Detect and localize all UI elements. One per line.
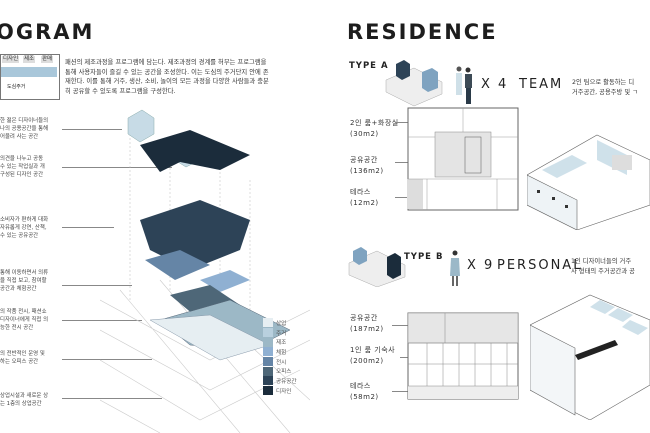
program-title: OGRAM bbox=[0, 20, 95, 44]
type-a-area-shared: 공유공간(136m2) bbox=[350, 156, 384, 175]
block-experience bbox=[200, 270, 250, 292]
type-a-area-terrace: 테라스(12m2) bbox=[350, 188, 379, 207]
type-a-count: X 4 bbox=[481, 77, 509, 92]
type-a-area-room: 2인 룸+화장실(30m2) bbox=[350, 119, 399, 138]
inset-box: 제조 bbox=[23, 56, 36, 63]
people-figure-icon bbox=[456, 66, 472, 104]
type-a-axonometric bbox=[527, 134, 650, 230]
program-legend: 상업 주거 제조 체험 전시 오피스 공유공간 디자인 bbox=[263, 318, 297, 396]
residence-title: RESIDENCE bbox=[347, 20, 498, 44]
type-b-mass-icon bbox=[348, 247, 406, 287]
type-b-axonometric bbox=[530, 294, 650, 420]
inset-box: 판매 bbox=[41, 56, 54, 63]
person-figure-icon bbox=[450, 250, 460, 286]
type-b-area-terrace: 테라스(58m2) bbox=[350, 382, 379, 401]
block-exhibition bbox=[145, 250, 210, 280]
type-b-label: TYPE B bbox=[404, 252, 444, 262]
program-inset-diagram: 디자인 제조 판매 도심주거 bbox=[0, 54, 60, 100]
block-residential bbox=[127, 109, 155, 143]
program-description: 패션의 제조과정을 프로그램에 담는다. 제조과정의 경계를 허무는 프로그램을… bbox=[65, 59, 269, 95]
block-shared bbox=[140, 200, 250, 270]
type-b-count: X 9 bbox=[467, 258, 495, 273]
type-b-floor-plan bbox=[407, 312, 519, 400]
type-b-area-shared: 공유공간(187m2) bbox=[350, 314, 384, 333]
type-a-mass-icon bbox=[385, 60, 443, 107]
block-design bbox=[140, 130, 250, 172]
type-b-area-room: 1인 룸 기숙사(200m2) bbox=[350, 346, 396, 365]
type-a-floor-plan bbox=[407, 107, 519, 211]
inset-box: 디자인 bbox=[2, 56, 20, 63]
inset-label: 도심주거 bbox=[7, 84, 26, 90]
type-a-label: TYPE A bbox=[349, 61, 389, 71]
type-a-name: TEAM bbox=[519, 77, 564, 92]
exploded-axonometric-diagram bbox=[100, 109, 310, 433]
type-b-name: PERSONAL bbox=[497, 258, 583, 273]
